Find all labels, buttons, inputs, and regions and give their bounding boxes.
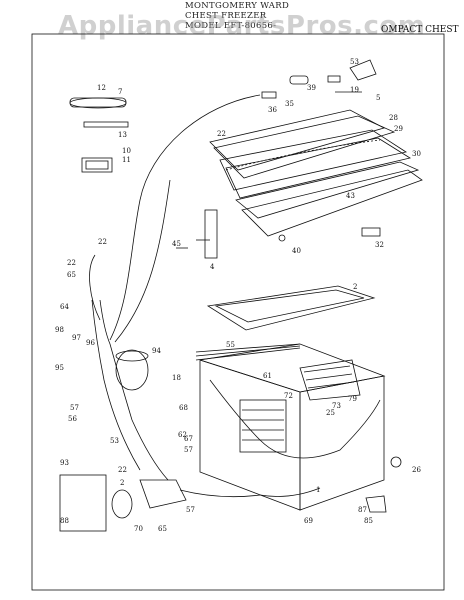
label-85: 79 — [348, 395, 357, 403]
label-26: 26 — [412, 466, 421, 474]
label-22-c: 22 — [67, 259, 76, 267]
label-2: 2 — [120, 479, 124, 487]
label-7: 4 — [210, 263, 215, 271]
header-compact-chest: OMPACT CHEST — [381, 25, 459, 35]
label-35: 36 — [268, 106, 277, 114]
label-65-b: 65 — [158, 525, 167, 533]
cabinet — [195, 343, 386, 511]
label-94: 95 — [55, 364, 64, 372]
lid-assembly — [209, 109, 423, 237]
label-28: 28 — [389, 114, 398, 122]
label-22-b: 22 — [98, 238, 107, 246]
header-brand: MONTGOMERY WARD — [185, 1, 290, 11]
label-11: 10 — [122, 147, 131, 155]
power-cord — [109, 94, 261, 341]
label-93: 94 — [152, 347, 161, 355]
label-70: 70 — [134, 525, 143, 533]
label-61: 61 — [263, 372, 272, 380]
label-79: 53 — [350, 58, 359, 66]
label-57-b: 57 — [184, 446, 193, 454]
label-82: 72 — [284, 392, 293, 400]
label-73: 87 — [358, 506, 367, 514]
label-95: 96 — [86, 339, 95, 347]
label-39: 40 — [292, 247, 301, 255]
label-67: 67 — [184, 435, 193, 443]
label-5: 5 — [376, 94, 380, 102]
label-32: 32 — [375, 241, 384, 249]
header-model: MODEL EFT-80656- — [185, 21, 277, 31]
label-69: 68 — [179, 404, 188, 412]
hinge-parts — [261, 59, 377, 99]
label-59: 57 — [70, 404, 79, 412]
label-96: 97 — [72, 334, 81, 342]
label-64: 64 — [60, 303, 69, 311]
label-12: 11 — [122, 156, 131, 164]
label-40: 43 — [346, 192, 355, 200]
label-4: 2 — [353, 283, 357, 291]
label-34: 35 — [285, 100, 294, 108]
label-18: 18 — [172, 374, 181, 382]
header-product: CHEST FREEZER — [185, 11, 267, 21]
part-10-handle-drawing — [69, 97, 129, 173]
label-65-a: 65 — [67, 271, 76, 279]
label-45: 55 — [226, 341, 235, 349]
label-97: 98 — [55, 326, 64, 334]
watermark: AppliancePartsPros.com — [58, 11, 426, 41]
label-57-a: 56 — [68, 415, 77, 423]
label-10: 7 — [118, 88, 122, 96]
label-88: 93 — [60, 459, 69, 467]
lid-gasket — [206, 285, 376, 331]
label-53: 53 — [110, 437, 119, 445]
label-19: 19 — [350, 86, 359, 94]
label-36: 39 — [307, 84, 316, 92]
label-72: 85 — [364, 517, 373, 525]
label-16: 13 — [118, 131, 127, 139]
label-87: 88 — [60, 517, 69, 525]
label-1: 1 — [316, 486, 320, 494]
label-68: 69 — [304, 517, 313, 525]
label-56: 57 — [186, 506, 195, 514]
diagram-frame — [31, 33, 445, 591]
label-30: 30 — [412, 150, 421, 158]
label-13: 12 — [97, 84, 106, 92]
label-61-b: 62 — [178, 431, 187, 439]
label-22-d: 22 — [118, 466, 127, 474]
label-22-a: 22 — [217, 130, 226, 138]
label-29: 29 — [394, 125, 403, 133]
label-25: 25 — [326, 409, 335, 417]
part-87-panel — [59, 474, 107, 532]
label-43: 45 — [172, 240, 181, 248]
compressor — [115, 349, 149, 391]
label-84: 73 — [332, 402, 341, 410]
